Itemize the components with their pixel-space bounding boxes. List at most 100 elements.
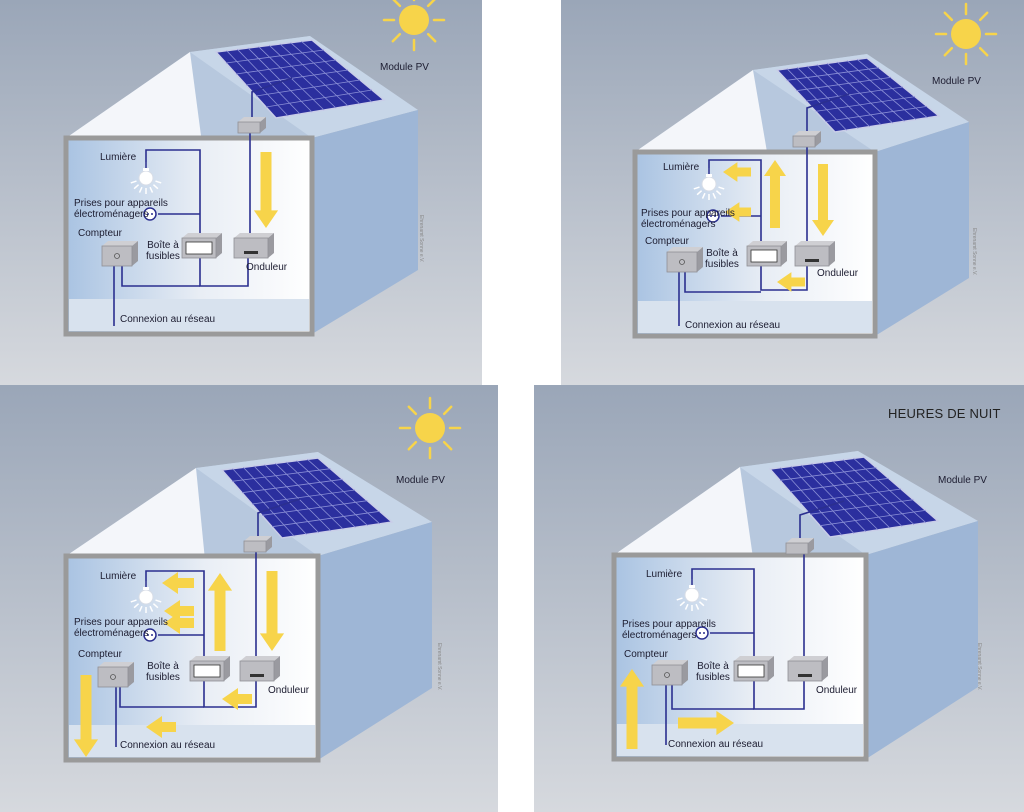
- pv-grid-line: [261, 500, 368, 516]
- socket-pin: [151, 634, 153, 636]
- meter-side: [132, 241, 138, 266]
- inverter-side: [822, 656, 828, 681]
- energy-flow-arrow: [164, 600, 194, 622]
- label-module-pv: Module PV: [380, 62, 429, 73]
- pv-grid-line: [805, 86, 904, 102]
- light-bulb-icon: [684, 587, 700, 603]
- wire: [203, 681, 257, 708]
- junction-box-icon: [792, 135, 816, 148]
- socket-pin: [710, 215, 712, 217]
- gable-face: [66, 468, 205, 556]
- credit-text: Ehrenamt Sonne e.V.: [436, 643, 442, 691]
- sun-ray: [426, 32, 437, 43]
- inverter-top: [234, 233, 274, 238]
- meter-side: [128, 662, 134, 687]
- junction-box-top: [238, 117, 266, 122]
- pv-grid-line: [799, 488, 902, 504]
- bulb-ray: [130, 180, 137, 184]
- meter-dial: [679, 259, 685, 265]
- bulb-socket: [706, 174, 712, 177]
- label-grid: Connexion au réseau: [120, 314, 216, 325]
- bulb-ray: [138, 186, 143, 193]
- bulb-ray: [718, 186, 725, 190]
- socket-pin: [147, 634, 149, 636]
- pv-grid-line: [853, 458, 927, 524]
- meter-dial: [664, 672, 670, 678]
- pv-grid-line: [796, 67, 859, 129]
- junction-box-top: [244, 536, 272, 541]
- meter-dial: [110, 674, 116, 680]
- pv-grid-line: [241, 478, 343, 494]
- wire: [760, 266, 808, 291]
- wire: [251, 77, 293, 122]
- bulb-ray: [133, 603, 140, 609]
- inverter-slot: [244, 251, 258, 254]
- label-grid: Connexion au réseau: [120, 740, 216, 751]
- label-grid: Connexion au réseau: [685, 320, 781, 331]
- junction-box-side: [266, 536, 272, 552]
- label-sockets: Prises pour appareils électroménagers: [74, 198, 168, 220]
- junction-box-icon: [243, 540, 267, 553]
- inverter-icon: [794, 245, 830, 267]
- fuse-panel: [193, 664, 221, 678]
- meter-side: [697, 247, 703, 272]
- pv-grid-line: [815, 96, 916, 112]
- fuse-box-top: [190, 656, 230, 661]
- bulb-ray: [133, 184, 140, 190]
- bulb-socket: [143, 587, 149, 590]
- sun-icon: [399, 5, 429, 35]
- bulb-ray: [130, 599, 137, 603]
- pv-grid-line: [253, 465, 319, 533]
- inverter-icon: [787, 660, 823, 682]
- pv-grid-line: [237, 49, 301, 115]
- energy-flow-arrow: [723, 162, 751, 182]
- pv-grid-line: [245, 69, 349, 86]
- socket-pin: [703, 632, 705, 634]
- fuse-box-top: [747, 241, 787, 246]
- meter-top: [652, 660, 688, 665]
- bulb-ray: [152, 184, 159, 190]
- pv-grid-line: [226, 50, 289, 117]
- energy-flow-arrow: [222, 688, 252, 710]
- wire: [121, 266, 200, 287]
- bulb-ray: [155, 180, 162, 184]
- wire: [119, 687, 204, 708]
- sun-ray: [978, 11, 989, 22]
- scene-svg-3: [0, 385, 498, 812]
- sun-ray: [392, 0, 402, 8]
- light-bulb-icon: [138, 589, 154, 605]
- side-wall: [318, 522, 432, 760]
- pv-grid-line: [856, 59, 928, 119]
- energy-flow-arrow: [146, 716, 176, 738]
- inverter-top: [795, 241, 835, 246]
- pv-grid-line: [243, 467, 307, 535]
- label-light: Lumière: [100, 571, 137, 582]
- wire: [753, 681, 805, 710]
- scene-panel-2: Module PV Lumière Prises pour appareils …: [561, 0, 1024, 385]
- gable-face: [66, 52, 202, 138]
- energy-flow-arrow: [777, 272, 805, 292]
- sun-icon: [415, 413, 445, 443]
- fuse-panel: [737, 664, 765, 678]
- pv-grid-line: [806, 65, 870, 127]
- bulb-ray: [138, 605, 143, 612]
- sun-ray: [426, 0, 436, 8]
- socket-pin: [147, 213, 149, 215]
- scene-svg-2: [561, 0, 1024, 385]
- pv-grid-line: [811, 463, 879, 531]
- energy-flow-arrow: [164, 612, 194, 634]
- energy-flow-arrow: [253, 152, 279, 228]
- inverter-icon: [233, 237, 269, 259]
- label-inverter: Onduleur: [817, 268, 859, 279]
- inverter-side: [829, 241, 835, 266]
- label-light: Lumière: [100, 152, 137, 163]
- pv-grid-line: [786, 68, 847, 131]
- inverter-side: [274, 656, 280, 681]
- scene-panel-4: HEURES DE NUIT Module PV Lumière Prises …: [534, 385, 1024, 812]
- pv-grid-line: [846, 60, 917, 120]
- socket-icon: [143, 207, 157, 221]
- pv-grid-line: [301, 41, 373, 103]
- inverter-slot: [250, 674, 264, 677]
- floor: [69, 299, 309, 331]
- bulb-ray: [149, 605, 154, 612]
